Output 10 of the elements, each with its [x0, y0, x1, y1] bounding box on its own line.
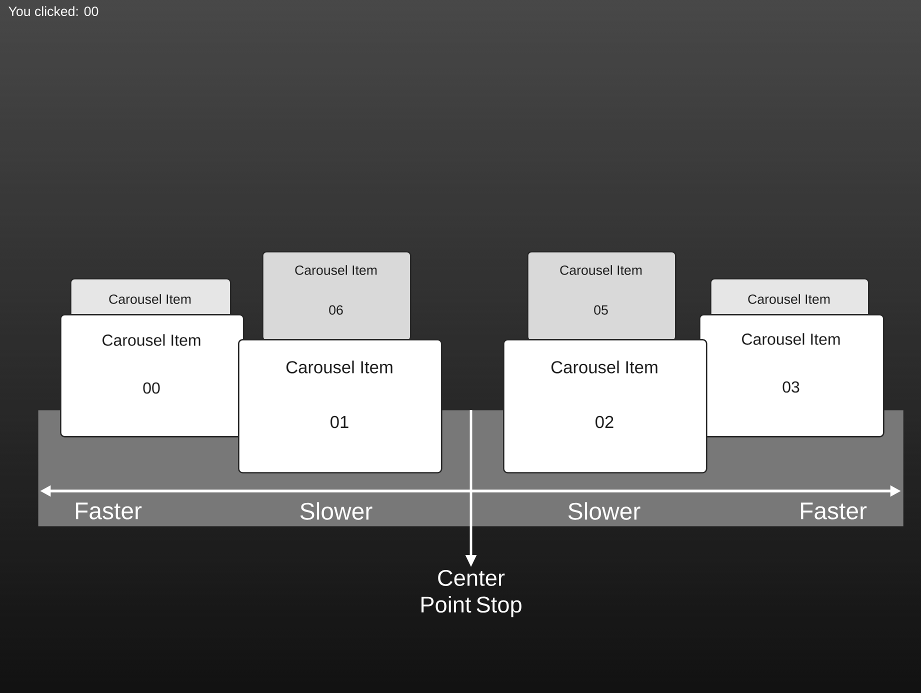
carousel-card: Carousel Item 03	[699, 314, 884, 438]
carousel-card: Carousel Item 00	[60, 314, 244, 438]
carousel-card: Carousel Item	[710, 278, 870, 320]
carousel-card: Carousel Item 01	[238, 339, 442, 474]
carousel-card: Carousel Item 02	[503, 339, 708, 474]
carousel-card: Carousel Item	[70, 278, 232, 320]
carousel-card: Carousel Item 06	[262, 251, 412, 342]
center-point-label: Center Point Stop	[422, 570, 522, 618]
carousel-card: Carousel Item 05	[527, 251, 676, 342]
status-text: You clicked: 00	[8, 6, 98, 16]
